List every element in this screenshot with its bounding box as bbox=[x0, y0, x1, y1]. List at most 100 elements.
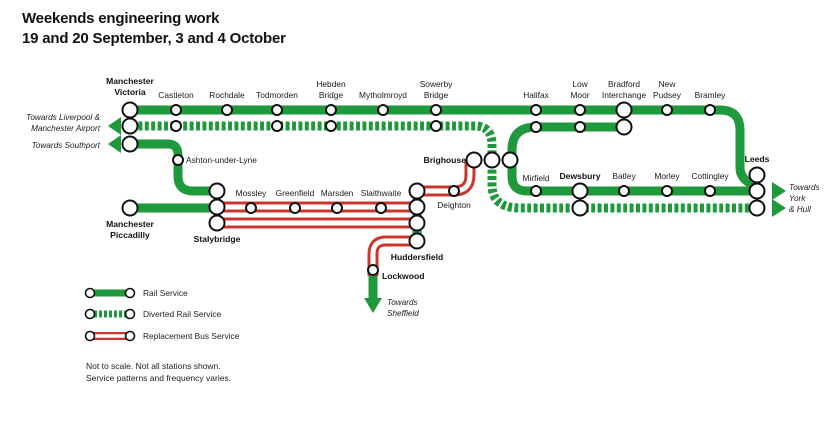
station-huddersfield-2 bbox=[408, 198, 426, 216]
arrow-york-2 bbox=[772, 199, 786, 217]
station-leeds-2 bbox=[748, 182, 766, 200]
arrow-liverpool bbox=[108, 117, 121, 135]
station-manchester-piccadilly bbox=[121, 199, 139, 217]
station-huddersfield-4 bbox=[408, 232, 426, 250]
label-leeds: Leeds bbox=[745, 154, 770, 164]
station-leeds-1 bbox=[748, 166, 766, 184]
station-huddersfield-3 bbox=[408, 214, 426, 232]
station-stalybridge-2 bbox=[208, 198, 226, 216]
legend-diverted: Diverted Rail Service bbox=[84, 308, 222, 320]
dest-sheffield-2: Sheffield bbox=[387, 309, 419, 318]
station-marsden bbox=[331, 202, 343, 214]
station-halifax-2 bbox=[530, 121, 542, 133]
label-castleton: Castleton bbox=[158, 90, 194, 100]
label-morley: Morley bbox=[654, 171, 680, 181]
station-manchester-victoria-2 bbox=[121, 117, 139, 135]
calder-valley-line bbox=[130, 105, 758, 191]
station-castleton-1 bbox=[170, 104, 182, 116]
station-new-pudsey bbox=[661, 104, 673, 116]
station-mirfield bbox=[530, 185, 542, 197]
label-mirfield: Mirfield bbox=[523, 173, 550, 183]
ashton-line bbox=[128, 139, 217, 196]
map-subtitle: 19 and 20 September, 3 and 4 October bbox=[22, 30, 286, 47]
label-rochdale: Rochdale bbox=[209, 90, 245, 100]
arrow-york-1 bbox=[772, 182, 786, 200]
arrow-sheffield bbox=[364, 298, 382, 313]
dest-york-2: York bbox=[789, 194, 806, 203]
bus-route-huddersfield-lockwood bbox=[367, 235, 417, 276]
dest-southport: Towards Southport bbox=[32, 141, 101, 150]
label-low-moor-1: Low bbox=[572, 79, 588, 89]
legend-bus-label: Replacement Bus Service bbox=[143, 331, 240, 341]
station-hebden-2 bbox=[325, 120, 337, 132]
dest-liverpool-1: Towards Liverpool & bbox=[26, 113, 100, 122]
halifax-mirfield-line bbox=[507, 122, 760, 196]
station-lockwood bbox=[367, 264, 379, 276]
station-todmorden-2 bbox=[271, 120, 283, 132]
label-lockwood: Lockwood bbox=[382, 271, 425, 281]
station-manchester-victoria-3 bbox=[121, 135, 139, 153]
station-sowerby-2 bbox=[430, 120, 442, 132]
station-castleton-2 bbox=[170, 120, 182, 132]
destination-labels: Towards Liverpool & Manchester Airport T… bbox=[26, 113, 820, 318]
label-cottingley: Cottingley bbox=[691, 171, 729, 181]
label-todmorden: Todmorden bbox=[256, 90, 298, 100]
label-brighouse: Brighouse bbox=[424, 155, 467, 165]
station-hebden-1 bbox=[325, 104, 337, 116]
station-low-moor-2 bbox=[574, 121, 586, 133]
label-new-pudsey-1: New bbox=[659, 79, 677, 89]
label-ashton: Ashton-under-Lyne bbox=[186, 155, 257, 165]
label-low-moor-2: Moor bbox=[570, 90, 589, 100]
dest-sheffield-1: Towards bbox=[387, 298, 418, 307]
label-huddersfield: Huddersfield bbox=[391, 252, 444, 262]
label-new-pudsey-2: Pudsey bbox=[653, 90, 682, 100]
station-batley bbox=[618, 185, 630, 197]
legend-rail-label: Rail Service bbox=[143, 288, 188, 298]
label-stalybridge: Stalybridge bbox=[194, 234, 241, 244]
direction-arrows bbox=[108, 117, 786, 313]
label-manchester-victoria-1: Manchester bbox=[106, 76, 154, 86]
station-ashton bbox=[172, 154, 184, 166]
station-low-moor-1 bbox=[574, 104, 586, 116]
label-hebden-1: Hebden bbox=[316, 79, 346, 89]
arrow-southport bbox=[108, 135, 121, 153]
station-greenfield bbox=[289, 202, 301, 214]
legend-diverted-label: Diverted Rail Service bbox=[143, 309, 222, 319]
station-labels: Manchester Victoria Castleton Rochdale T… bbox=[106, 76, 770, 281]
dest-york-3: & Hull bbox=[789, 205, 811, 214]
note-frequency: Service patterns and frequency varies. bbox=[86, 373, 232, 383]
station-halifax-1 bbox=[530, 104, 542, 116]
station-dewsbury-1 bbox=[571, 182, 589, 200]
station-slaithwaite bbox=[375, 202, 387, 214]
legend-bus: Replacement Bus Service bbox=[84, 330, 240, 342]
label-slaithwaite: Slaithwaite bbox=[361, 188, 402, 198]
label-halifax: Halifax bbox=[523, 90, 549, 100]
label-manchester-piccadilly-2: Piccadilly bbox=[110, 230, 150, 240]
station-leeds-3 bbox=[748, 199, 766, 217]
label-batley: Batley bbox=[612, 171, 636, 181]
dest-york-1: Towards bbox=[789, 183, 820, 192]
note-scale: Not to scale. Not all stations shown. bbox=[86, 361, 221, 371]
station-rochdale bbox=[221, 104, 233, 116]
station-cottingley bbox=[704, 185, 716, 197]
label-manchester-piccadilly-1: Manchester bbox=[106, 219, 154, 229]
station-brighouse-3 bbox=[501, 151, 519, 169]
label-sowerby-1: Sowerby bbox=[420, 79, 453, 89]
station-stalybridge-1 bbox=[208, 182, 226, 200]
legend: Rail Service Diverted Rail Service Repla… bbox=[84, 287, 240, 342]
label-deighton: Deighton bbox=[437, 200, 471, 210]
stations bbox=[121, 101, 766, 276]
station-todmorden-1 bbox=[271, 104, 283, 116]
station-deighton bbox=[448, 185, 460, 197]
station-sowerby-1 bbox=[430, 104, 442, 116]
label-hebden-2: Bridge bbox=[319, 90, 344, 100]
label-mossley: Mossley bbox=[236, 188, 268, 198]
station-bramley bbox=[704, 104, 716, 116]
label-manchester-victoria-2: Victoria bbox=[114, 87, 146, 97]
dest-liverpool-2: Manchester Airport bbox=[31, 124, 101, 133]
station-bradford-1 bbox=[615, 101, 633, 119]
station-huddersfield-1 bbox=[408, 182, 426, 200]
station-dewsbury-2 bbox=[571, 199, 589, 217]
label-greenfield: Greenfield bbox=[276, 188, 315, 198]
